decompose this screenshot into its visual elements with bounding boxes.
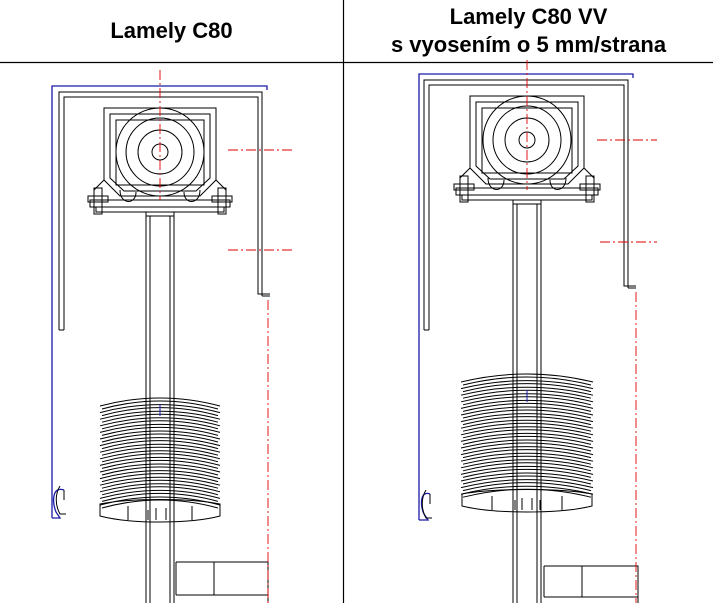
slat — [460, 419, 594, 432]
roller-bracket-inner — [109, 113, 211, 192]
slat — [460, 432, 594, 445]
guide-hook — [55, 485, 66, 515]
bolt-right — [585, 175, 595, 203]
nut-left — [453, 183, 475, 191]
slat — [99, 489, 221, 502]
floor-block — [175, 561, 269, 603]
housing-outer — [423, 79, 629, 330]
bolt-right — [217, 187, 227, 215]
bracket-body — [115, 119, 205, 186]
guide-rail — [51, 85, 268, 519]
slat — [99, 450, 221, 463]
bolt-left — [459, 175, 469, 203]
slat — [460, 459, 594, 472]
roller-bracket-inner — [475, 101, 579, 180]
housing-inner — [63, 96, 270, 330]
bracket-base — [461, 194, 593, 201]
bracket-foot — [89, 199, 231, 208]
slat — [99, 476, 221, 489]
slat — [460, 479, 594, 492]
housing-outer — [58, 91, 263, 330]
slat — [460, 439, 594, 452]
drawing-lamely-c80 — [51, 70, 294, 603]
slat — [99, 470, 221, 483]
nut-left — [87, 195, 109, 203]
hook-left — [119, 189, 137, 202]
nut-right — [211, 195, 233, 203]
slat — [99, 423, 221, 436]
slat — [460, 426, 594, 439]
nut-right — [579, 183, 601, 191]
slat — [99, 463, 221, 476]
slat — [99, 496, 221, 509]
housing-inner — [428, 84, 636, 330]
slat — [460, 452, 594, 465]
housing-lip — [59, 295, 270, 331]
bolt-left — [93, 187, 103, 215]
slat — [460, 446, 594, 459]
bracket-base — [95, 206, 225, 213]
slat — [460, 406, 594, 419]
guide-hook — [421, 489, 432, 519]
floor-block — [543, 565, 639, 603]
slat — [460, 380, 594, 393]
slat — [99, 417, 221, 430]
bottom-weight — [461, 489, 593, 513]
title-line: Lamely C80 — [110, 18, 233, 43]
hook-right — [549, 177, 567, 190]
bracket-foot — [455, 187, 599, 196]
slat — [460, 413, 594, 426]
slat — [99, 443, 221, 456]
hanging-strip — [145, 212, 175, 603]
slat — [460, 472, 594, 485]
housing-lip — [424, 287, 636, 331]
slat — [460, 373, 594, 386]
slat — [99, 430, 221, 443]
slat — [460, 465, 594, 478]
drawing-lamely-c80-vv — [418, 60, 657, 603]
title-line: s vyosením o 5 mm/strana — [390, 32, 667, 57]
bracket-body — [481, 107, 573, 174]
bottom-weight — [99, 499, 221, 523]
slat — [99, 397, 221, 410]
title-line: Lamely C80 VV — [449, 4, 608, 29]
centerlines — [159, 70, 294, 603]
slat — [99, 456, 221, 469]
centerlines — [526, 60, 657, 603]
column-title-left: Lamely C80 — [0, 0, 343, 62]
hook-left — [487, 177, 505, 190]
hook-right — [183, 189, 201, 202]
slat — [99, 483, 221, 496]
column-title-right: Lamely C80 VV s vyosením o 5 mm/strana — [344, 0, 713, 62]
slat — [99, 437, 221, 450]
